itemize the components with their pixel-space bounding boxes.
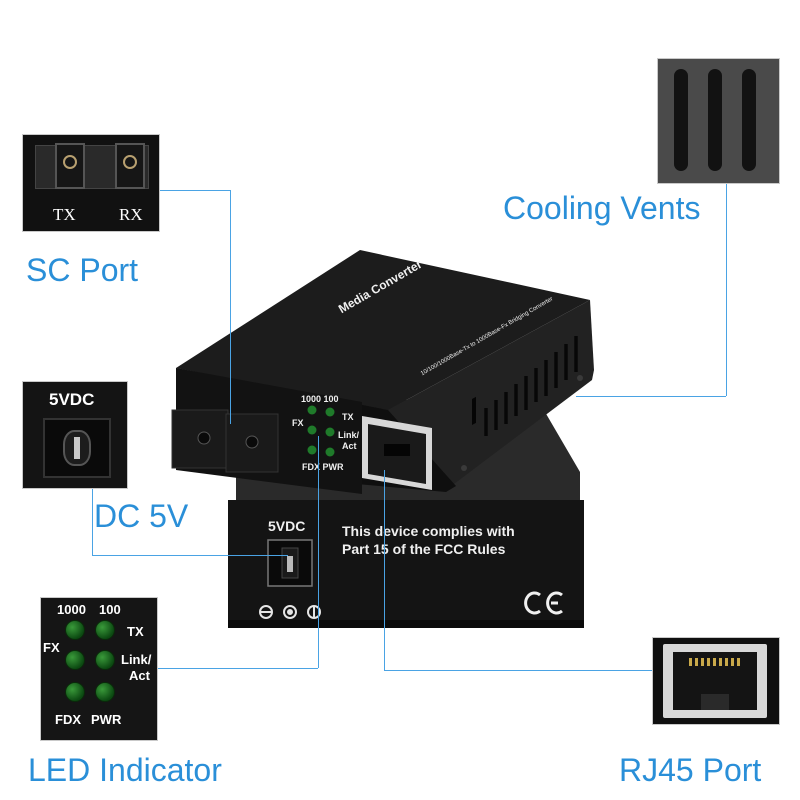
rj45-port-label: RJ45 Port	[619, 752, 762, 788]
dc-jack-inset: 5VDC	[22, 381, 128, 489]
device-act-label: Act	[342, 441, 357, 451]
led-inset-act: Act	[129, 668, 150, 683]
device-screw-1	[577, 375, 583, 381]
device-side-vents	[472, 396, 476, 426]
dc-connector-v	[92, 489, 93, 555]
vents-connector-h	[576, 396, 726, 397]
device-tx-label: TX	[342, 412, 354, 422]
vent-slot-1	[674, 69, 688, 171]
device-led-1	[307, 405, 317, 415]
led-inset-100: 100	[99, 602, 121, 617]
back-unit-front-face	[228, 500, 584, 626]
rj45-connector-h	[384, 670, 652, 671]
led-inset-tx: TX	[127, 624, 144, 639]
led-100-fx	[95, 620, 115, 640]
dc-label: DC 5V	[94, 498, 189, 534]
front-unit-top	[176, 250, 590, 410]
back-5vdc-label: 5VDC	[268, 518, 306, 534]
front-unit-side	[388, 300, 594, 486]
dc-connector-h	[92, 555, 288, 556]
device-link-label: Link/	[338, 430, 360, 440]
vents-connector-v	[726, 184, 727, 396]
ce-mark	[524, 591, 563, 615]
led-inset-fx: FX	[43, 640, 60, 655]
led-pwr	[95, 682, 115, 702]
sc-rx-label: RX	[119, 205, 143, 224]
led-fdx	[65, 682, 85, 702]
back-dc-jack	[267, 539, 313, 587]
cooling-vents-inset	[657, 58, 780, 184]
back-power-symbol	[259, 605, 321, 619]
rj45-connector-v	[384, 470, 385, 670]
back-unit-bottom-edge	[228, 620, 584, 628]
led-100-link	[95, 650, 115, 670]
rj45-inset	[652, 637, 780, 725]
device-led-4	[325, 427, 335, 437]
fcc-notice-line1: This device complies with	[342, 523, 515, 539]
sc-port-label: SC Port	[26, 252, 139, 288]
sc-port-inset: TX RX	[22, 134, 160, 232]
led-1000-fx	[65, 620, 85, 640]
side-vent-slots	[484, 336, 578, 436]
device-sc-ports	[171, 409, 279, 473]
device-led-2	[325, 407, 335, 417]
led-inset-link: Link/	[121, 652, 152, 667]
sc-tx-ferrule	[63, 155, 77, 169]
device-fx-label: FX	[292, 418, 304, 428]
cooling-vents-label: Cooling Vents	[503, 190, 701, 226]
sc-connector-h	[160, 190, 230, 191]
dc-inset-label: 5VDC	[49, 390, 95, 409]
led-inset-1000: 1000	[57, 602, 86, 617]
device-fdx-pwr-label: FDX PWR	[302, 462, 344, 472]
sc-rx-ferrule	[123, 155, 137, 169]
sc-tx-label: TX	[53, 205, 76, 224]
device-led-6	[325, 447, 335, 457]
led-inset-fdx: FDX	[55, 712, 81, 727]
led-connector-v	[318, 436, 319, 668]
dc-jack-pin	[74, 437, 80, 459]
rj45-inset-contacts	[689, 658, 741, 666]
rj45-inset-latch	[701, 694, 729, 710]
vent-slot-3	[742, 69, 756, 171]
device-led-5	[307, 445, 317, 455]
device-screw-2	[461, 465, 467, 471]
led-inset: 1000 100 FX TX Link/ Act FDX PWR	[40, 597, 158, 741]
led-connector-h	[158, 668, 318, 669]
sc-connector-v	[230, 190, 231, 424]
fcc-notice-line2: Part 15 of the FCC Rules	[342, 541, 506, 557]
vent-slot-2	[708, 69, 722, 171]
led-inset-pwr: PWR	[91, 712, 122, 727]
sc-tx-port	[55, 143, 85, 189]
device-speed-label: 1000 100	[301, 394, 339, 404]
device-rj45-port	[362, 416, 432, 490]
led-1000-link	[65, 650, 85, 670]
led-indicator-label: LED Indicator	[28, 752, 222, 788]
device-led-3	[307, 425, 317, 435]
